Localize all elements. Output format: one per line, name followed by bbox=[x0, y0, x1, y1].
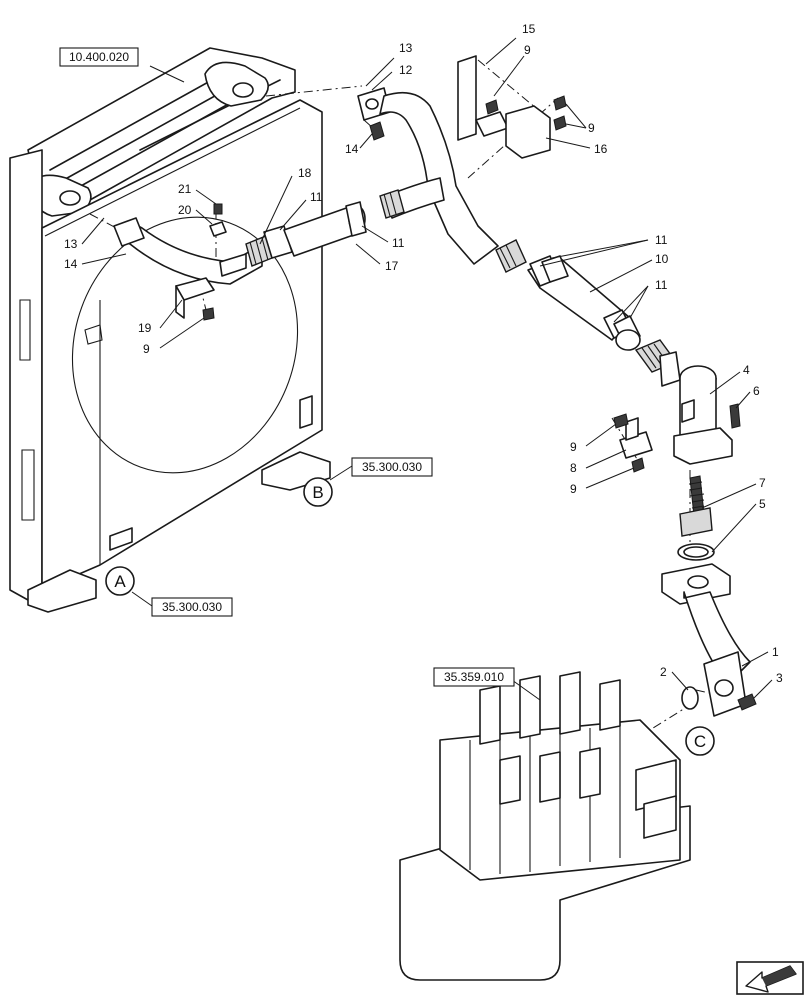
callout-14: 14 bbox=[345, 142, 359, 156]
callout-9: 9 bbox=[143, 342, 150, 356]
callout-7: 7 bbox=[759, 476, 766, 490]
connector-a: A bbox=[105, 566, 135, 596]
callout-13: 13 bbox=[399, 41, 413, 55]
callout-21: 21 bbox=[178, 182, 192, 196]
reference-label-conn-a: 35.300.030 bbox=[162, 600, 222, 614]
callout-15: 15 bbox=[522, 22, 536, 36]
reference-label-radiator: 10.400.020 bbox=[69, 50, 129, 64]
callout-20: 20 bbox=[178, 203, 192, 217]
radiator-assembly bbox=[9, 47, 331, 613]
connector-c-label: C bbox=[694, 732, 706, 751]
callout-10: 10 bbox=[655, 252, 669, 266]
callout-19: 19 bbox=[138, 321, 152, 335]
hose-assembly bbox=[527, 255, 681, 387]
callout-1: 1 bbox=[772, 645, 779, 659]
reference-box-conn-b[interactable]: 35.300.030 bbox=[351, 457, 433, 477]
callout-13: 13 bbox=[64, 237, 78, 251]
callout-4: 4 bbox=[743, 363, 750, 377]
callout-3: 3 bbox=[776, 671, 783, 685]
callouts: 13 12 14 15 9 9 16 18 21 11 20 13 11 11 … bbox=[64, 22, 783, 685]
connector-b-label: B bbox=[312, 483, 323, 502]
main-pipe-assembly bbox=[357, 55, 567, 273]
arrow-navigation-icon[interactable] bbox=[736, 961, 804, 995]
callout-11: 11 bbox=[655, 233, 668, 247]
left-pipe-assembly bbox=[113, 201, 367, 321]
connector-b: B bbox=[303, 477, 333, 507]
reference-box-radiator[interactable]: 10.400.020 bbox=[59, 47, 139, 67]
lower-pipe-assembly bbox=[661, 475, 757, 717]
callout-11: 11 bbox=[655, 278, 668, 292]
reference-box-valve[interactable]: 35.359.010 bbox=[433, 667, 515, 687]
callout-9: 9 bbox=[570, 440, 577, 454]
reference-box-conn-a[interactable]: 35.300.030 bbox=[151, 597, 233, 617]
connector-c: C bbox=[685, 726, 715, 756]
callout-12: 12 bbox=[399, 63, 413, 77]
control-valve bbox=[399, 671, 691, 981]
callout-11: 11 bbox=[392, 236, 405, 250]
callout-5: 5 bbox=[759, 497, 766, 511]
callout-9: 9 bbox=[524, 43, 531, 57]
callout-16: 16 bbox=[594, 142, 608, 156]
callout-17: 17 bbox=[385, 259, 399, 273]
callout-11: 11 bbox=[310, 190, 323, 204]
fitting-assembly bbox=[613, 365, 741, 473]
callout-9: 9 bbox=[588, 121, 595, 135]
callout-8: 8 bbox=[570, 461, 577, 475]
callout-14: 14 bbox=[64, 257, 78, 271]
callout-9: 9 bbox=[570, 482, 577, 496]
callout-2: 2 bbox=[660, 665, 667, 679]
callout-18: 18 bbox=[298, 166, 312, 180]
callout-6: 6 bbox=[753, 384, 760, 398]
reference-label-valve: 35.359.010 bbox=[444, 670, 504, 684]
connector-a-label: A bbox=[114, 572, 126, 591]
leader-lines bbox=[81, 37, 773, 701]
reference-label-conn-b: 35.300.030 bbox=[362, 460, 422, 474]
